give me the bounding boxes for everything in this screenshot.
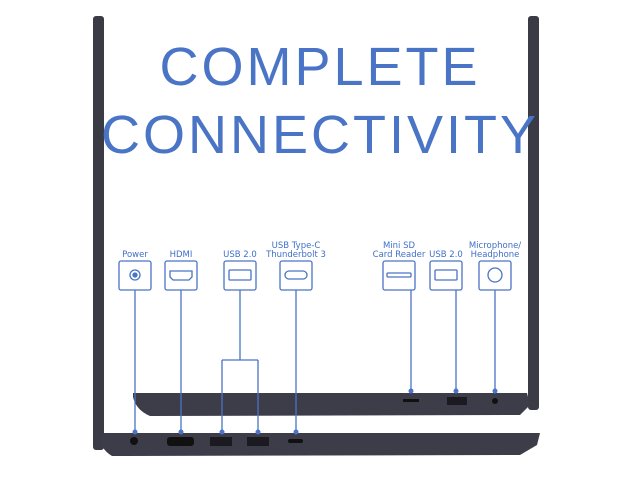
headline-line-2: CONNECTIVITY	[100, 105, 540, 165]
usbc-port	[288, 439, 303, 443]
laptop-right-side	[133, 393, 530, 416]
power-jack	[130, 437, 138, 445]
right-lid	[528, 16, 539, 410]
sd-slot	[403, 399, 419, 402]
label-line: Mini SD	[382, 241, 416, 251]
usb-port-right	[447, 397, 467, 405]
headline-line-1: COMPLETE	[159, 37, 481, 97]
label-line: Card Reader	[372, 250, 426, 260]
left-lid	[93, 16, 104, 450]
usb-port-left-2	[247, 437, 269, 446]
audio-jack	[492, 398, 498, 404]
label-line: Thunderbolt 3	[266, 250, 326, 260]
label-line: Microphone/	[468, 241, 522, 251]
hdmi-port	[167, 437, 194, 446]
label-line: Headphone	[470, 250, 520, 260]
port-label-audio: Microphone/Headphone	[455, 242, 535, 260]
usb-port-left-1	[210, 437, 232, 446]
port-label-power: Power	[122, 250, 148, 260]
port-label-usb-right: USB 2.0	[429, 250, 463, 260]
laptop-left-side	[100, 433, 540, 456]
port-label-usb-left: USB 2.0	[223, 250, 257, 260]
label-line: USB Type-C	[271, 241, 321, 251]
port-label-hdmi: HDMI	[169, 250, 193, 260]
